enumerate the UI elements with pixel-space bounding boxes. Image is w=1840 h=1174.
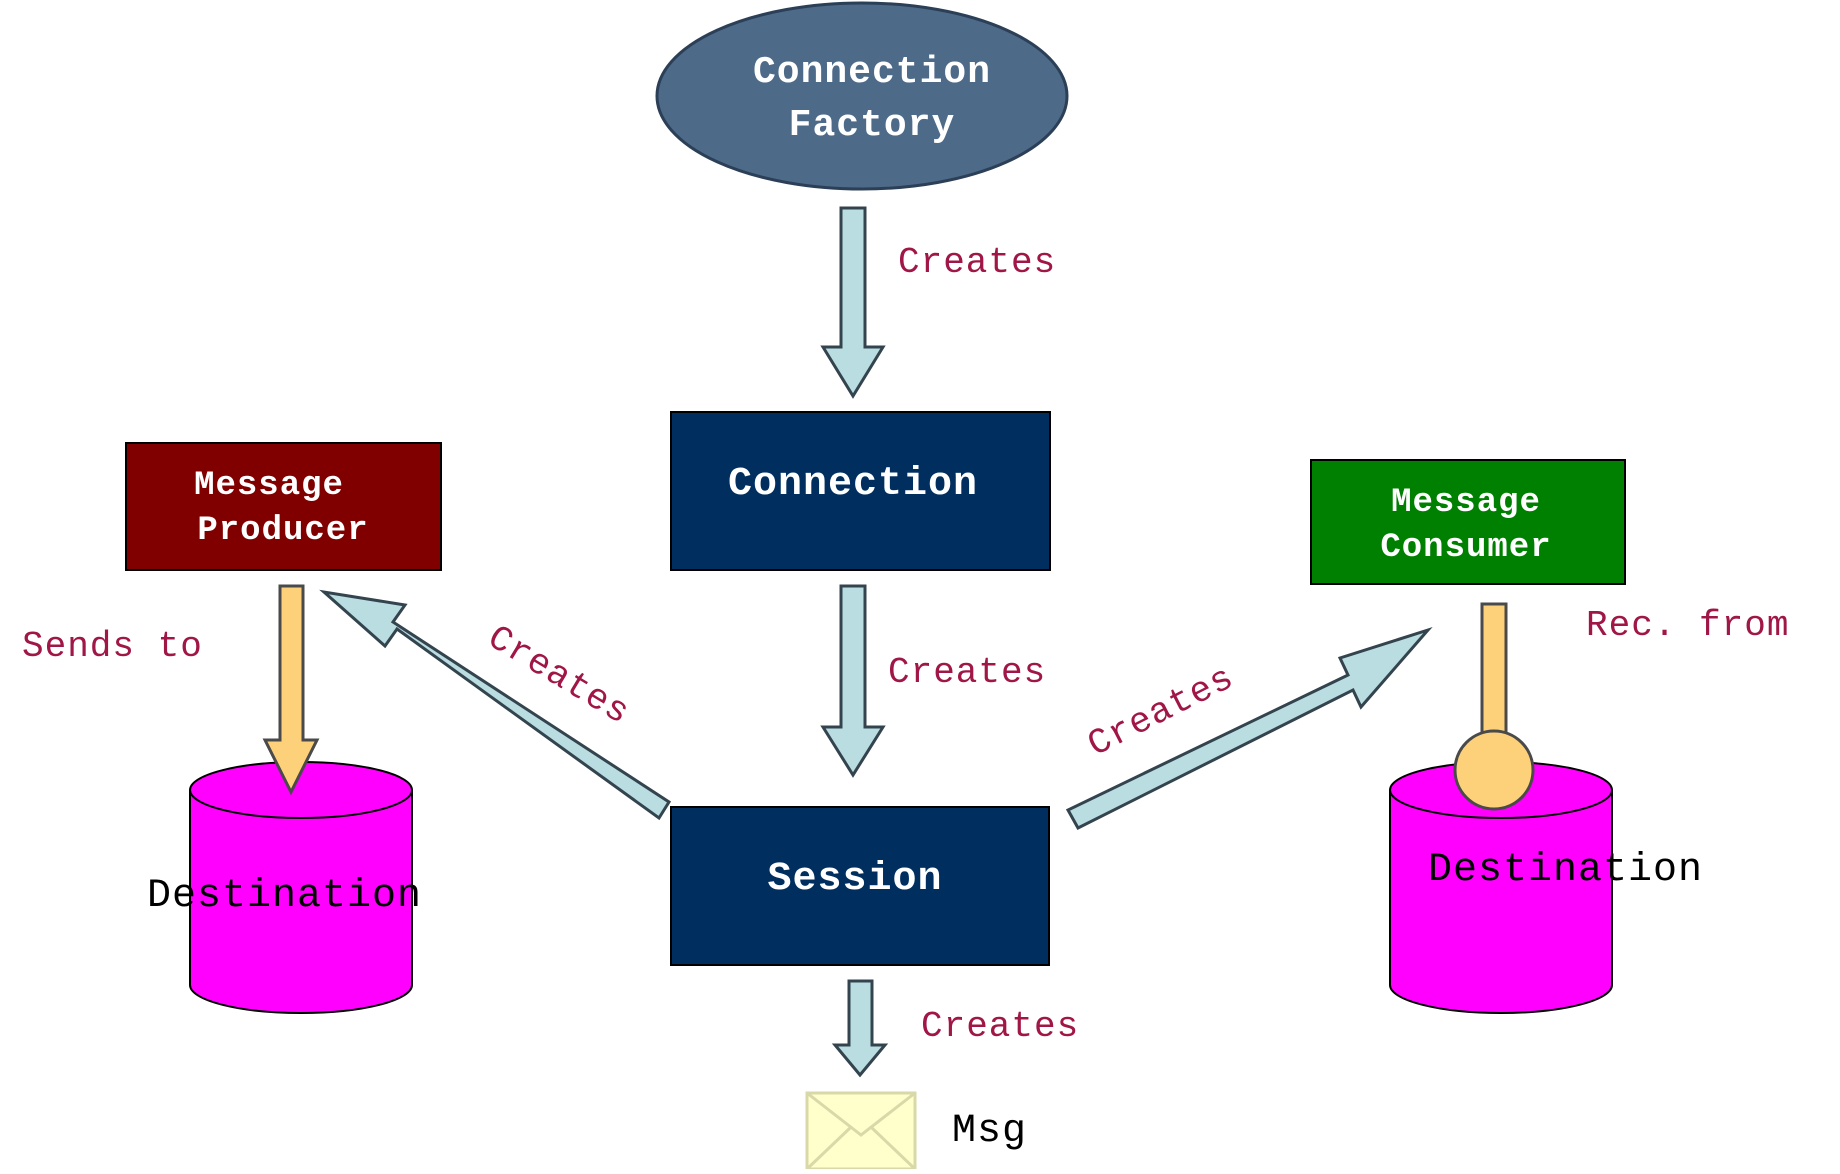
edge-label-session-to-msg: Creates bbox=[921, 1006, 1079, 1047]
connection-factory-shape bbox=[655, 1, 1069, 191]
message-consumer-shape bbox=[1310, 459, 1626, 585]
message-producer-label-line2: Producer bbox=[197, 512, 368, 550]
arrow-producer-to-destination bbox=[262, 584, 320, 796]
destination-right-body bbox=[1389, 790, 1613, 1014]
connection-shape bbox=[670, 411, 1051, 571]
message-producer-node: Message Producer bbox=[125, 442, 442, 571]
arrow-factory-to-connection bbox=[820, 206, 886, 399]
receive-knob-icon bbox=[1453, 729, 1535, 811]
edge-label-factory-to-connection: Creates bbox=[898, 242, 1056, 283]
connection-node: Connection bbox=[670, 411, 1051, 571]
message-producer-shape bbox=[125, 442, 442, 571]
consumer-receive-connector bbox=[1453, 602, 1535, 811]
msg-label: Msg bbox=[952, 1109, 1027, 1154]
edge-label-producer-to-destination: Sends to bbox=[22, 626, 203, 667]
edge-label-consumer-from-destination: Rec. from bbox=[1586, 605, 1789, 646]
connection-factory-label-line1: Connection bbox=[753, 51, 991, 94]
destination-right-node: Destination bbox=[1389, 761, 1703, 1014]
arrow-session-to-producer-body bbox=[319, 589, 672, 821]
message-consumer-node: Message Consumer bbox=[1310, 459, 1626, 585]
edge-label-connection-to-session: Creates bbox=[888, 652, 1046, 693]
arrow-session-to-consumer-body bbox=[1065, 626, 1433, 830]
connection-label: Connection bbox=[728, 462, 978, 507]
destination-left-label: Destination bbox=[147, 874, 422, 919]
connection-factory-node: Connection Factory bbox=[655, 1, 1069, 191]
session-node: Session bbox=[670, 806, 1050, 966]
message-consumer-label-line1: Message bbox=[1391, 484, 1541, 522]
arrow-session-to-msg bbox=[831, 979, 889, 1078]
session-label: Session bbox=[767, 857, 942, 902]
edge-label-session-to-producer: Creates bbox=[480, 617, 637, 734]
destination-right-label: Destination bbox=[1428, 848, 1703, 893]
envelope-icon bbox=[805, 1091, 917, 1171]
message-consumer-label-line2: Consumer bbox=[1380, 529, 1551, 567]
session-shape bbox=[670, 806, 1050, 966]
arrow-connection-to-session bbox=[820, 584, 886, 778]
connection-factory-label-line2: Factory bbox=[789, 104, 956, 147]
destination-left-node: Destination bbox=[147, 761, 422, 1014]
destination-left-body bbox=[189, 790, 413, 1014]
message-producer-label-line1: Message bbox=[194, 467, 344, 505]
